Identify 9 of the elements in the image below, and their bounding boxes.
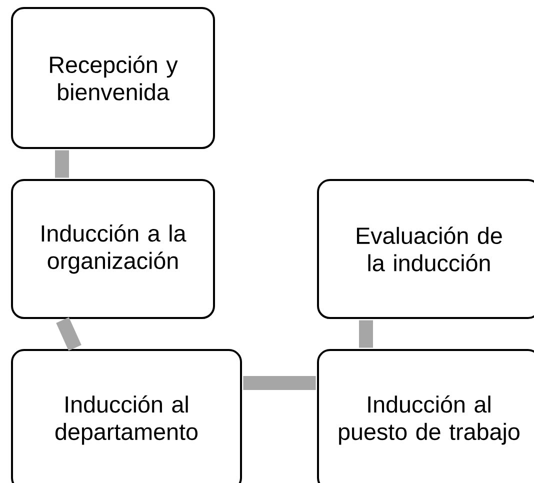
process-box: Inducción al puesto de trabajo (317, 349, 534, 483)
process-box: Inducción al departamento (11, 349, 242, 483)
connector (55, 150, 69, 178)
connector (243, 376, 316, 390)
connector (359, 320, 373, 348)
process-box: Recepción y bienvenida (11, 7, 215, 149)
process-box: Evaluación de la inducción (317, 179, 534, 319)
process-box: Inducción a la organización (11, 179, 215, 319)
connector (56, 317, 82, 351)
